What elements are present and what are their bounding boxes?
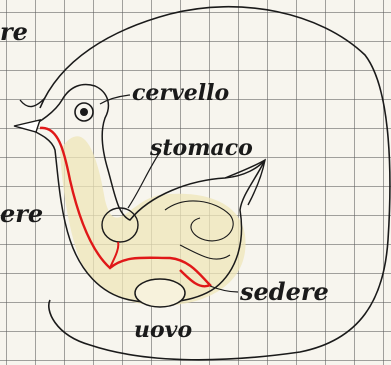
label-top-left: re [0, 17, 28, 46]
leader-head [100, 95, 130, 104]
tail-outline [225, 160, 265, 205]
label-left: ere [0, 199, 43, 228]
label-bottom: uovo [134, 317, 192, 343]
label-middle: stomaco [149, 135, 253, 161]
label-right: sedere [239, 277, 329, 306]
label-head: cervello [132, 80, 229, 106]
beak [14, 120, 40, 132]
eye-pupil [80, 108, 88, 116]
egg-outline [135, 279, 185, 307]
